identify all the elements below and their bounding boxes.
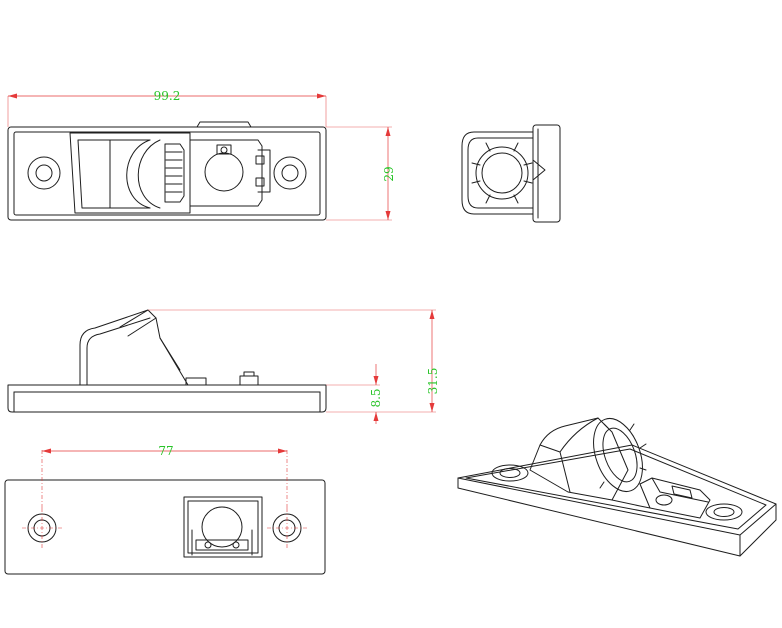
dimension-base-height: 8.5 — [326, 364, 383, 424]
side-view — [461, 124, 561, 223]
dimension-total-height: 31.5 — [148, 309, 440, 413]
dimension-length-label: 99.2 — [154, 89, 181, 103]
bottom-view — [4, 479, 326, 575]
dimension-total-height-label: 31.5 — [426, 368, 440, 395]
dimension-width-label: 29 — [382, 166, 396, 181]
isometric-view — [457, 417, 777, 557]
front-view — [7, 309, 327, 413]
top-view — [7, 121, 327, 221]
dimension-width: 29 — [326, 126, 396, 221]
dimension-hole-spacing-label: 77 — [158, 444, 173, 458]
dimension-base-height-label: 8.5 — [369, 388, 383, 407]
center-lines — [22, 508, 307, 548]
dimension-length: 99.2 — [7, 89, 327, 127]
dimension-hole-spacing: 77 — [41, 444, 288, 510]
